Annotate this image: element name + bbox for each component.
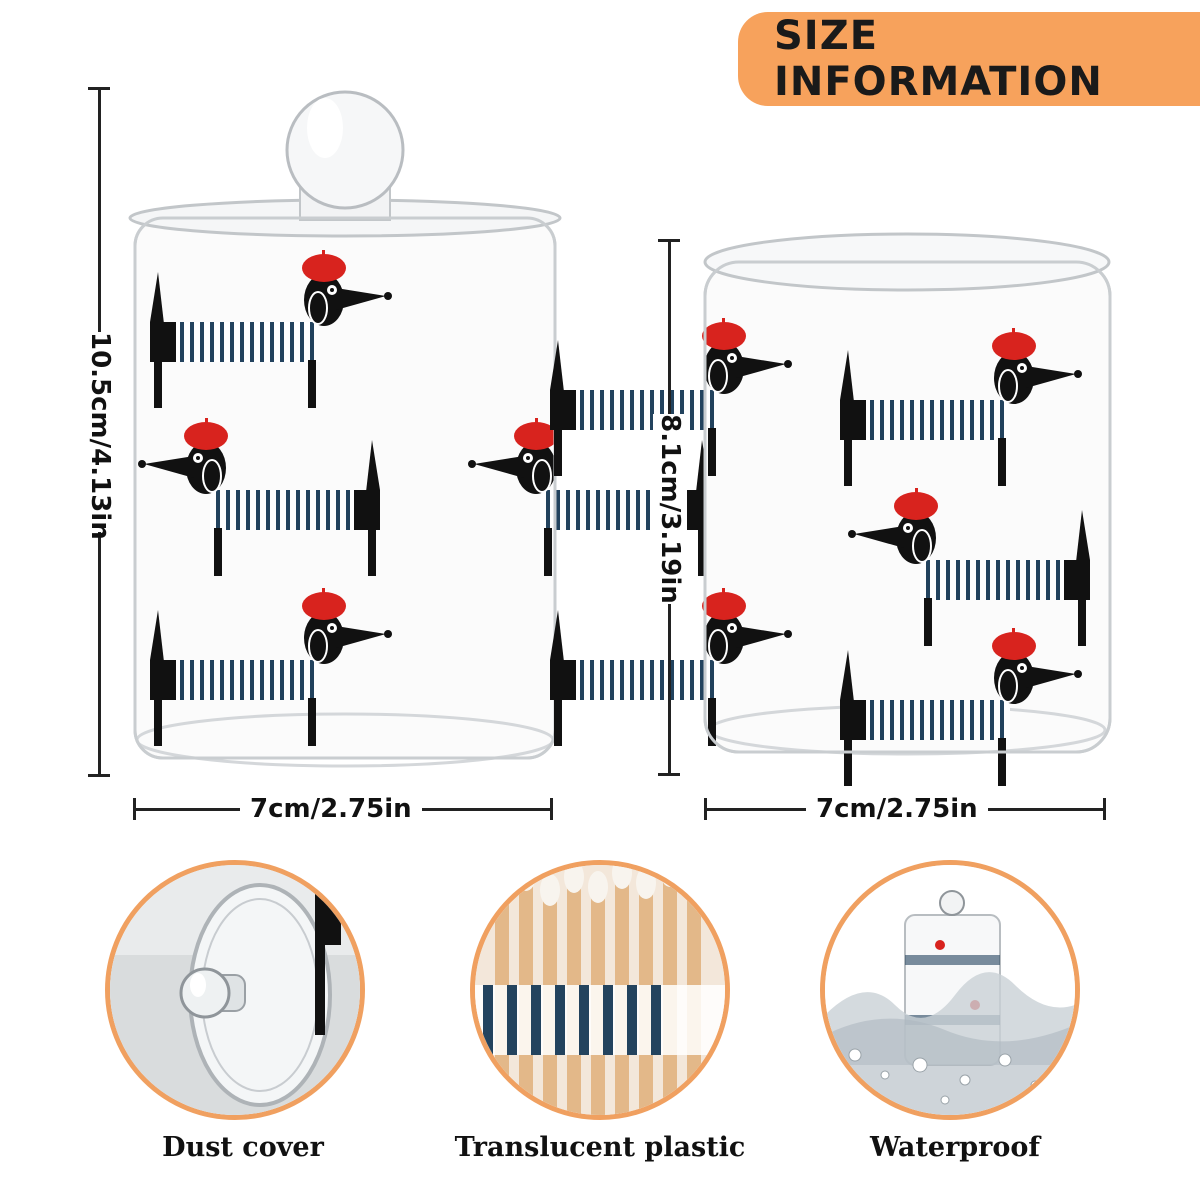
translucent-plastic-photo bbox=[470, 860, 730, 1120]
large-jar bbox=[128, 90, 711, 768]
small-jar-height-cap-top bbox=[658, 239, 680, 242]
water-splash-icon bbox=[825, 865, 1075, 1115]
lid-knob-icon bbox=[110, 865, 360, 1115]
large-jar-width-label: 7cm/2.75in bbox=[240, 792, 422, 826]
translucent-plastic-caption: Translucent plastic bbox=[454, 1132, 746, 1163]
dust-cover-caption: Dust cover bbox=[162, 1132, 324, 1163]
small-jar-height-label: 8.1cm/3.19in bbox=[653, 414, 687, 604]
small-jar-height-cap-bottom bbox=[658, 773, 680, 776]
small-jar-width-cap-right bbox=[1103, 798, 1106, 820]
waterproof-photo bbox=[820, 860, 1080, 1120]
size-information-banner: SIZE INFORMATION bbox=[738, 12, 1200, 106]
large-jar-width-cap-right bbox=[550, 798, 553, 820]
large-jar-width-cap-left bbox=[133, 798, 136, 820]
jars-illustration bbox=[128, 90, 1112, 787]
large-jar-height-cap-top bbox=[88, 87, 110, 90]
large-jar-height-cap-bottom bbox=[88, 774, 110, 777]
waterproof-caption: Waterproof bbox=[869, 1132, 1041, 1163]
banner-title: SIZE INFORMATION bbox=[774, 13, 1103, 105]
small-jar-width-label: 7cm/2.75in bbox=[806, 792, 988, 826]
cotton-swabs-icon bbox=[475, 865, 725, 1115]
large-jar-height-label: 10.5cm/4.13in bbox=[83, 332, 117, 540]
dust-cover-photo bbox=[105, 860, 365, 1120]
small-jar-width-cap-left bbox=[704, 798, 707, 820]
small-jar bbox=[549, 232, 1112, 787]
